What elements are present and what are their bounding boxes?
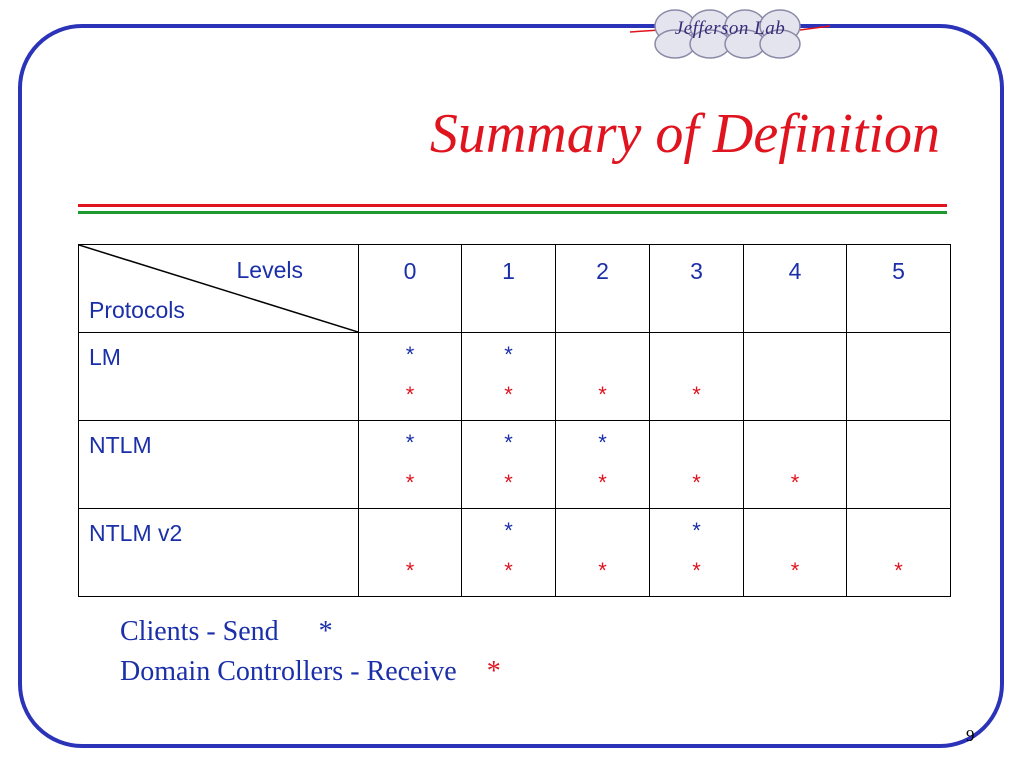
level-cell: ** <box>555 420 650 509</box>
slide-title: Summary of Definition <box>429 103 940 165</box>
send-marker <box>556 511 649 551</box>
receive-marker: * <box>405 470 415 495</box>
receive-marker: * <box>894 558 903 583</box>
jefferson-lab-logo: Jefferson Lab <box>630 4 830 64</box>
level-cell: * <box>649 332 744 421</box>
title-rule-red <box>78 204 947 207</box>
table-row: NTLM v2 * ** * ** * * <box>78 508 951 597</box>
receive-marker: * <box>504 558 513 583</box>
levels-label: Levels <box>236 257 303 283</box>
corner-diagonal <box>79 245 358 332</box>
send-marker <box>744 335 846 375</box>
receive-marker: * <box>598 470 607 495</box>
protocol-name: NTLM <box>78 420 359 509</box>
level-cell: ** <box>461 332 556 421</box>
receive-marker <box>744 375 846 415</box>
send-marker: * <box>405 342 415 367</box>
legend-send-symbol: * <box>318 616 333 647</box>
legend: Clients - Send * Domain Controllers - Rec… <box>120 612 501 692</box>
send-marker: * <box>504 342 513 367</box>
level-header: 2 <box>555 244 650 333</box>
send-marker <box>847 335 950 375</box>
receive-marker <box>847 463 950 503</box>
receive-marker: * <box>692 382 701 407</box>
receive-marker <box>847 375 950 415</box>
send-marker <box>359 511 461 551</box>
level-header: 0 <box>358 244 462 333</box>
receive-marker: * <box>598 558 607 583</box>
level-cell: ** <box>358 420 462 509</box>
protocol-name: NTLM v2 <box>78 508 359 597</box>
corner-cell: Levels Protocols <box>78 244 359 333</box>
legend-row-clients: Clients - Send * <box>120 612 501 652</box>
send-marker <box>744 423 846 463</box>
send-marker: * <box>504 430 513 455</box>
receive-marker: * <box>692 558 701 583</box>
level-cell <box>846 420 951 509</box>
level-cell: * <box>743 508 847 597</box>
level-cell: * <box>846 508 951 597</box>
table-row: LM ** ** * * <box>78 332 951 421</box>
level-cell <box>846 332 951 421</box>
level-header: 5 <box>846 244 951 333</box>
send-marker <box>650 423 743 463</box>
level-header: 1 <box>461 244 556 333</box>
legend-dc-label: Domain Controllers - Receive <box>120 656 457 687</box>
level-header: 4 <box>743 244 847 333</box>
send-marker: * <box>504 518 513 543</box>
receive-marker: * <box>405 382 415 407</box>
table-row: NTLM ** ** ** * * <box>78 420 951 509</box>
send-marker <box>650 335 743 375</box>
logo-text: Jefferson Lab <box>674 18 786 39</box>
send-marker <box>556 335 649 375</box>
level-cell: * <box>358 508 462 597</box>
legend-clients-label: Clients - Send <box>120 616 279 647</box>
receive-marker: * <box>692 470 701 495</box>
receive-marker: * <box>504 382 513 407</box>
legend-receive-symbol: * <box>486 656 501 687</box>
protocols-label: Protocols <box>89 297 185 323</box>
level-cell: * <box>649 420 744 509</box>
send-marker <box>744 511 846 551</box>
page-number: 9 <box>966 726 975 745</box>
legend-row-dc: Domain Controllers - Receive * <box>120 652 501 692</box>
table-header-row: Levels Protocols 0 1 2 3 4 5 <box>78 244 951 333</box>
level-header: 3 <box>649 244 744 333</box>
level-cell: ** <box>461 420 556 509</box>
receive-marker: * <box>790 470 800 495</box>
send-marker: * <box>692 518 701 543</box>
send-marker: * <box>598 430 607 455</box>
level-cell: ** <box>358 332 462 421</box>
level-cell: ** <box>649 508 744 597</box>
slide-frame <box>18 24 1004 748</box>
level-cell: * <box>743 420 847 509</box>
title-rule-green <box>78 211 947 214</box>
send-marker <box>847 511 950 551</box>
level-cell <box>743 332 847 421</box>
level-cell: * <box>555 508 650 597</box>
receive-marker: * <box>790 558 800 583</box>
receive-marker: * <box>405 558 415 583</box>
level-cell: * <box>555 332 650 421</box>
protocol-name: LM <box>78 332 359 421</box>
protocol-levels-table: Levels Protocols 0 1 2 3 4 5 LM ** ** * … <box>78 244 951 597</box>
receive-marker: * <box>598 382 607 407</box>
send-marker: * <box>405 430 415 455</box>
send-marker <box>847 423 950 463</box>
level-cell: ** <box>461 508 556 597</box>
logo-graphic <box>630 9 830 59</box>
receive-marker: * <box>504 470 513 495</box>
